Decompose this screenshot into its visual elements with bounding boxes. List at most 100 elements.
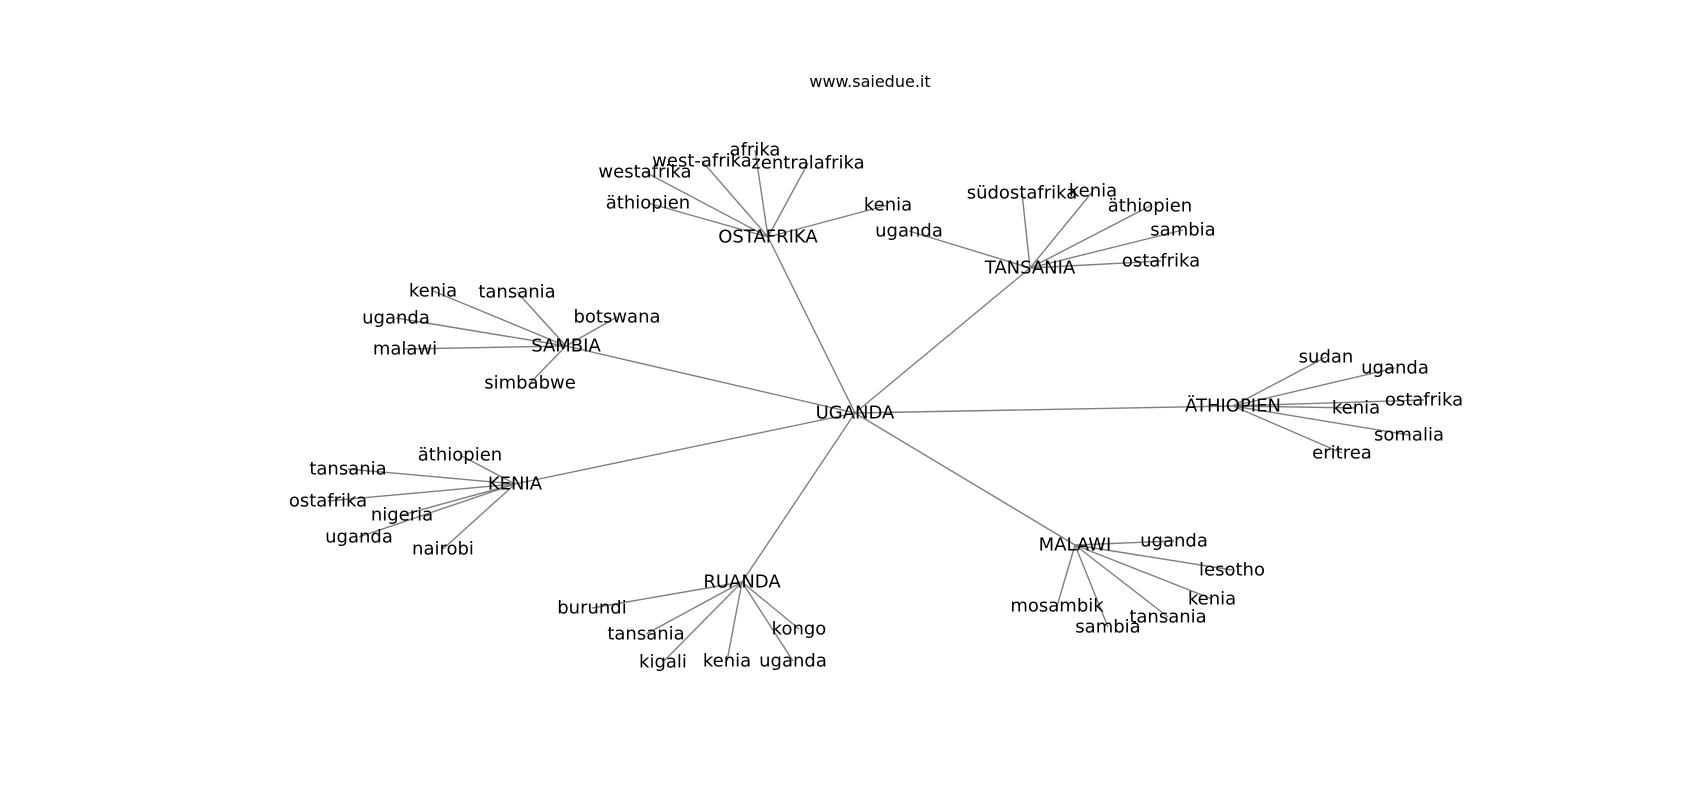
edge-hub-child	[459, 454, 516, 485]
leaf-node-label: lesotho	[1199, 560, 1265, 581]
edge-hub-child	[432, 290, 567, 347]
leaf-node-label: kongo	[772, 619, 827, 640]
edge-hub-child	[1074, 544, 1213, 600]
leaf-node-label: kenia	[409, 281, 457, 302]
leaf-node-label: uganda	[759, 651, 827, 672]
leaf-node-label: kenia	[1188, 589, 1236, 610]
leaf-node-label: kenia	[864, 195, 912, 216]
leaf-node-label: simbabwe	[484, 373, 576, 394]
edge-hub-child	[645, 581, 743, 635]
edge-hub-child	[1074, 544, 1169, 618]
edge-hub-child	[591, 581, 743, 609]
edge-root-hub	[767, 236, 856, 414]
hub-node-label: RUANDA	[703, 572, 781, 593]
leaf-node-label: kigali	[639, 652, 687, 673]
leaf-node-label: sambia	[1075, 617, 1140, 638]
edges-layer	[327, 149, 1425, 663]
edge-hub-child	[701, 160, 769, 238]
edge-hub-child	[358, 483, 516, 538]
edge-hub-child	[1232, 405, 1343, 454]
leaf-node-label: ostafrika	[1122, 251, 1200, 272]
edge-hub-child	[754, 149, 769, 238]
leaf-node-label: ostafrika	[1385, 390, 1463, 411]
edge-hub-child	[1074, 544, 1233, 571]
leaf-node-label: tansania	[478, 282, 555, 303]
leaf-node-label: äthiopien	[1108, 196, 1192, 217]
leaf-node-label: tansania	[607, 624, 684, 645]
edge-hub-child	[767, 162, 809, 238]
edge-hub-child	[1232, 399, 1425, 407]
leaf-node-label: nigeria	[371, 505, 433, 526]
edge-hub-child	[565, 316, 618, 347]
leaf-node-label: sudan	[1299, 347, 1354, 368]
edge-hub-child	[1029, 190, 1094, 269]
leaf-node-label: zentralafrika	[751, 153, 864, 174]
edge-hub-child	[516, 291, 567, 347]
edge-hub-child	[401, 483, 516, 516]
edge-hub-child	[1074, 544, 1109, 628]
leaf-node-label: südostafrika	[967, 183, 1078, 204]
leaf-node-label: uganda	[875, 221, 943, 242]
leaf-node-label: uganda	[362, 308, 430, 329]
hub-node-label: OSTAFRIKA	[718, 227, 818, 248]
edge-hub-child	[1074, 540, 1175, 546]
leaf-node-label: mosambik	[1010, 596, 1104, 617]
edge-root-hub	[854, 405, 1234, 414]
edge-hub-child	[1029, 205, 1151, 269]
leaf-node-label: uganda	[325, 527, 393, 548]
leaf-node-label: tansania	[309, 459, 386, 480]
leaf-node-label: äthiopien	[418, 445, 502, 466]
diagram-title: www.saiedue.it	[809, 72, 930, 91]
leaf-node-label: äthiopien	[606, 193, 690, 214]
leaf-node-label: nairobi	[412, 539, 474, 560]
edge-hub-child	[1021, 192, 1031, 269]
edge-hub-child	[404, 345, 567, 350]
edge-hub-child	[726, 581, 743, 662]
edge-root-hub	[854, 267, 1031, 414]
leaf-node-label: west-afrika	[652, 151, 752, 172]
edge-hub-child	[1056, 544, 1076, 607]
edge-hub-child	[741, 581, 800, 630]
edge-hub-child	[662, 581, 743, 663]
edge-root-hub	[565, 345, 856, 414]
edge-hub-child	[327, 483, 516, 502]
leaf-node-label: westafrika	[598, 162, 691, 183]
leaf-node-label: sambia	[1150, 220, 1215, 241]
root-node-label: UGANDA	[816, 403, 895, 424]
leaf-node-label: somalia	[1374, 425, 1444, 446]
hub-node-label: SAMBIA	[531, 336, 601, 357]
edge-hub-child	[1232, 367, 1396, 407]
edge-root-hub	[741, 412, 856, 583]
edge-hub-child	[529, 345, 567, 384]
edge-hub-child	[442, 483, 516, 550]
leaf-node-label: uganda	[1361, 358, 1429, 379]
edge-hub-child	[395, 317, 567, 347]
leaf-node-label: afrika	[730, 140, 781, 161]
hub-node-label: TANSANIA	[984, 258, 1076, 279]
leaf-node-label: kenia	[1332, 398, 1380, 419]
leaf-node-label: burundi	[557, 598, 626, 619]
leaf-node-label: botswana	[573, 307, 660, 328]
edge-hub-child	[1029, 260, 1162, 269]
edge-root-hub	[854, 412, 1076, 546]
hub-node-label: KENIA	[488, 474, 543, 495]
edge-hub-child	[1029, 229, 1184, 269]
leaf-node-label: uganda	[1140, 531, 1208, 552]
leaf-node-label: eritrea	[1312, 443, 1372, 464]
edge-hub-child	[647, 202, 769, 238]
edge-hub-child	[347, 468, 516, 485]
hub-node-label: MALAWI	[1039, 535, 1112, 556]
edge-hub-child	[767, 204, 889, 238]
hub-node-label: ÄTHIOPIEN	[1185, 396, 1281, 417]
edge-root-hub	[514, 412, 856, 485]
leaf-node-label: malawi	[373, 339, 437, 360]
leaf-node-label: kenia	[703, 651, 751, 672]
leaf-node-label: tansania	[1129, 607, 1206, 628]
edge-hub-child	[741, 581, 794, 662]
leaf-node-label: kenia	[1069, 181, 1117, 202]
edge-hub-child	[644, 171, 769, 238]
edge-hub-child	[1232, 356, 1327, 407]
edge-hub-child	[1232, 405, 1357, 409]
